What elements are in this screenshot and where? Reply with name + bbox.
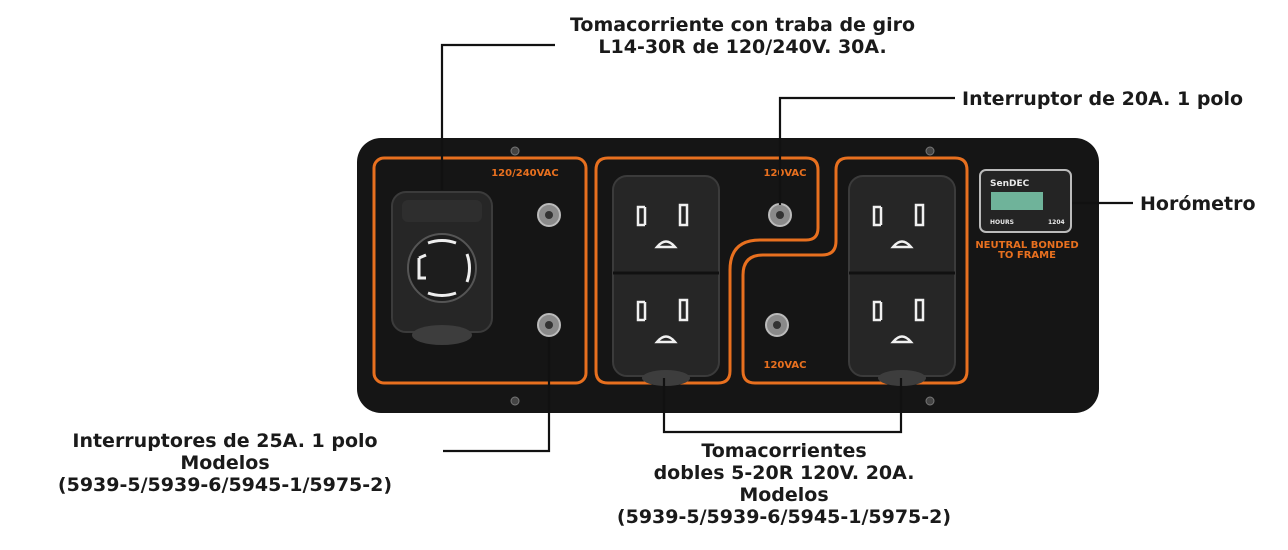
meter-brand: SenDEC: [990, 179, 1030, 189]
neutral-note-line1: NEUTRAL BONDED: [975, 240, 1078, 251]
meter-model: 1204: [1048, 219, 1065, 226]
leader-breakers-25a: [443, 338, 551, 453]
callout-twist-lock: Tomacorriente con traba de giro L14-30R …: [570, 14, 916, 58]
leader-duplex: [662, 378, 903, 434]
panel-screws: [510, 146, 935, 406]
leader-breaker-20a: [778, 96, 955, 205]
zone1-voltage-label: 120/240VAC: [491, 168, 559, 179]
meter-unit: HOURS: [990, 219, 1014, 226]
callout-duplex: Tomacorrientes dobles 5-20R 120V. 20A. M…: [616, 440, 952, 528]
callout-hour-meter: Horómetro: [1140, 193, 1256, 215]
leader-twist-lock: [440, 43, 555, 190]
callout-breakers-25a: Interruptores de 25A. 1 polo Modelos (59…: [57, 430, 393, 496]
zone-outlines: [372, 156, 969, 385]
hour-meter: SenDEC HOURS 1204: [979, 169, 1072, 233]
neutral-note-line2: TO FRAME: [998, 250, 1056, 261]
duplex-outlet-2: [848, 175, 956, 386]
callout-breaker-20a: Interruptor de 20A. 1 polo: [962, 88, 1244, 110]
toggle-switches: [537, 203, 792, 337]
zone2-voltage-label: 120VAC: [763, 168, 806, 179]
zone3-voltage-label: 120VAC: [763, 360, 806, 371]
meter-display: [991, 192, 1043, 210]
twist-lock-outlet: [391, 191, 493, 345]
duplex-outlet-1: [612, 175, 720, 386]
